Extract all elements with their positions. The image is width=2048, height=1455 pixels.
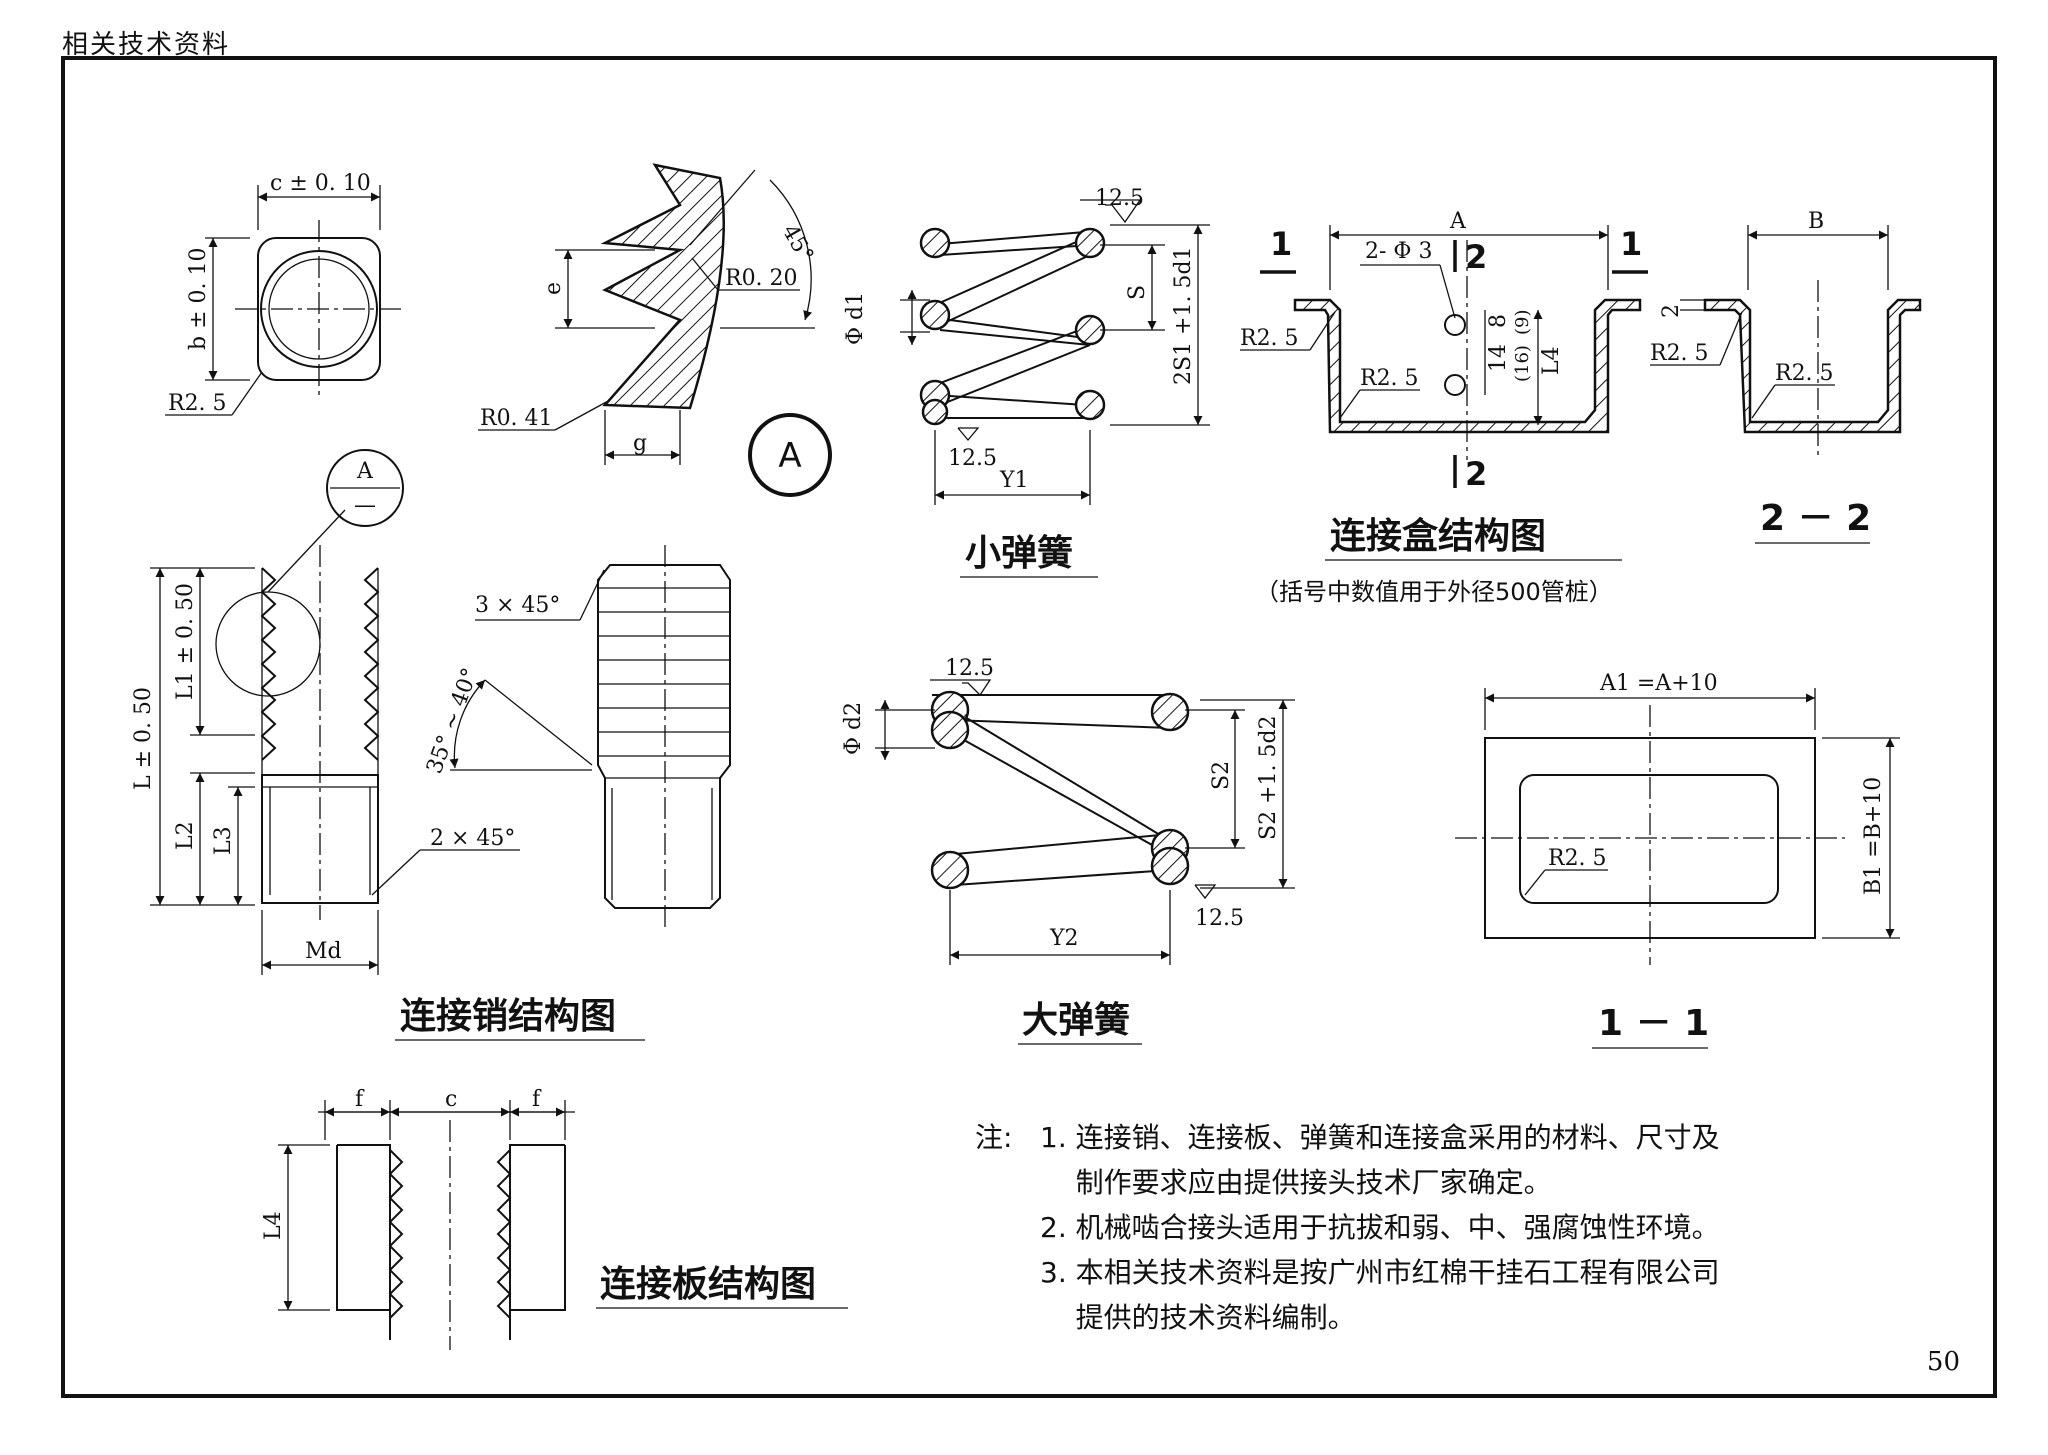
pin-chamfer-label: 2 × 45° xyxy=(430,826,515,851)
section-22-view: B 2 R2. 5 R2. 5 xyxy=(1650,209,1922,460)
detail-a-root-label: g xyxy=(633,431,647,456)
box-cut-top: 2 xyxy=(1465,238,1487,276)
note-line-4: 3. 本相关技术资料是按广州市红棉干挂石工程有限公司 xyxy=(1040,1256,1720,1289)
detail-a-marker-label: A xyxy=(778,436,801,476)
pin-bubble xyxy=(326,449,404,527)
box-d8-label: 8 xyxy=(1486,314,1511,328)
detail-a-angle-label: 45° xyxy=(777,221,818,267)
small-spring-dia-label: Φ d1 xyxy=(843,292,868,345)
box-rout-label: R2. 5 xyxy=(1240,326,1299,351)
connection-box-view: A 2- Φ 3 8 14 (9) (16) L4 R2. 5 R2. 5 1 … xyxy=(1240,209,1648,493)
notes-label: 注: xyxy=(975,1121,1012,1154)
big-spring-rough-top: 12.5 xyxy=(945,656,994,681)
detail-a-marker xyxy=(748,413,832,497)
notes-block: 注: 1. 连接销、连接板、弹簧和连接盒采用的材料、尺寸及 制作要求应由提供接头… xyxy=(975,1121,1720,1334)
s22-title: 2 － 2 xyxy=(1760,498,1871,539)
note-line-5: 提供的技术资料编制。 xyxy=(1040,1301,1356,1334)
box-title: 连接盒结构图 xyxy=(1330,516,1546,557)
big-spring-rough-bot: 12.5 xyxy=(1195,906,1244,931)
note-line-3: 2. 机械啮合接头适用于抗拔和弱、中、强腐蚀性环境。 xyxy=(1040,1211,1720,1244)
box-subtitle: （括号中数值用于外径500管桩） xyxy=(1255,578,1613,606)
s22-rin-label: R2. 5 xyxy=(1775,361,1834,386)
box-d16-label: (16) xyxy=(1512,345,1533,382)
box-cut-left: 1 xyxy=(1270,225,1292,263)
detail-a-rtop-label: R0. 20 xyxy=(725,266,798,291)
s11-a1-label: A1 =A+10 xyxy=(1599,671,1718,696)
box-holes-label: 2- Φ 3 xyxy=(1365,239,1432,264)
small-spring-rough-bot: 12.5 xyxy=(948,446,997,471)
pin-view: A — L ± 0. 50 L1 ± 0. 50 L2 L3 2 × 45° M… xyxy=(131,449,520,975)
big-spring-title: 大弹簧 xyxy=(1022,1000,1130,1041)
plate-fright-label: f xyxy=(532,1087,542,1112)
pin-bubble-bot: — xyxy=(354,493,376,518)
detail-a-pitch-label: e xyxy=(541,282,566,295)
box-d14-label: 14 xyxy=(1486,344,1511,372)
box-cut-right: 1 xyxy=(1620,225,1642,263)
section-11-view: A1 =A+10 B1 =B+10 R2. 5 xyxy=(1455,671,1900,965)
box-d9-label: (9) xyxy=(1512,310,1533,336)
pin-l3-label: L3 xyxy=(211,826,236,855)
sheet-border xyxy=(61,56,1997,1398)
detail-a-rroot-label: R0. 41 xyxy=(480,406,553,431)
cube-radius-label: R2. 5 xyxy=(168,391,227,416)
pin-side-angle-label: 35° ~ 40° xyxy=(422,665,483,777)
s22-rout-label: R2. 5 xyxy=(1650,341,1709,366)
cube-view: c ± 0. 10 b ± 0. 10 R2. 5 xyxy=(165,171,405,416)
big-spring-width-label: Y2 xyxy=(1049,926,1079,951)
pin-md-label: Md xyxy=(305,939,342,964)
pin-l1-label: L1 ± 0. 50 xyxy=(173,583,198,700)
big-spring-dia-label: Φ d2 xyxy=(841,702,866,755)
s11-radius-label: R2. 5 xyxy=(1548,846,1607,871)
s22-width-label: B xyxy=(1808,209,1824,234)
big-spring-pitch-label: S2 xyxy=(1209,761,1234,790)
pin-title: 连接销结构图 xyxy=(400,996,616,1037)
small-spring-rough-top: 12.5 xyxy=(1095,186,1144,211)
s22-flange-label: 2 xyxy=(1659,304,1684,318)
section-header: 相关技术资料 xyxy=(62,30,231,60)
pin-total-label: L ± 0. 50 xyxy=(131,687,156,790)
small-spring-height-label: 2S1 +1. 5d1 xyxy=(1171,246,1196,385)
box-l4-label: L4 xyxy=(1539,346,1564,375)
box-cut-bot: 2 xyxy=(1465,455,1487,493)
note-line-1: 1. 连接销、连接板、弹簧和连接盒采用的材料、尺寸及 xyxy=(1040,1121,1720,1154)
plate-c-label: c xyxy=(445,1087,457,1112)
pin-bubble-top: A xyxy=(356,459,374,484)
small-spring-title: 小弹簧 xyxy=(965,533,1073,574)
pin-side-chamfer-label: 3 × 45° xyxy=(475,593,560,618)
big-spring-view: Φ d2 S2 S2 +1. 5d2 12.5 12.5 Y2 xyxy=(841,656,1295,965)
s11-title: 1 － 1 xyxy=(1598,1003,1709,1044)
cube-height-label: b ± 0. 10 xyxy=(186,248,211,350)
box-width-label: A xyxy=(1449,209,1467,234)
pin-l2-label: L2 xyxy=(173,821,198,850)
plate-view: f c f L4 xyxy=(261,1087,575,1350)
box-rin-label: R2. 5 xyxy=(1360,366,1419,391)
s11-b1-label: B1 =B+10 xyxy=(1861,777,1886,895)
plate-title: 连接板结构图 xyxy=(600,1264,816,1305)
note-line-2: 制作要求应由提供接头技术厂家确定。 xyxy=(1040,1166,1552,1199)
cube-width-label: c ± 0. 10 xyxy=(270,171,371,196)
big-spring-height-label: S2 +1. 5d2 xyxy=(1256,715,1281,840)
pin-side-view: 3 × 45° 35° ~ 40° xyxy=(422,545,731,930)
small-spring-view: Φ d1 S 2S1 +1. 5d1 12.5 12.5 Y1 xyxy=(843,186,1210,505)
plate-l4-label: L4 xyxy=(261,1211,286,1240)
page-number: 50 xyxy=(1927,1347,1960,1377)
plate-fleft-label: f xyxy=(355,1087,365,1112)
detail-a-view: e g 45° R0. 20 R0. 41 A xyxy=(478,163,832,497)
small-spring-width-label: Y1 xyxy=(999,468,1029,493)
small-spring-pitch-label: S xyxy=(1125,285,1150,300)
